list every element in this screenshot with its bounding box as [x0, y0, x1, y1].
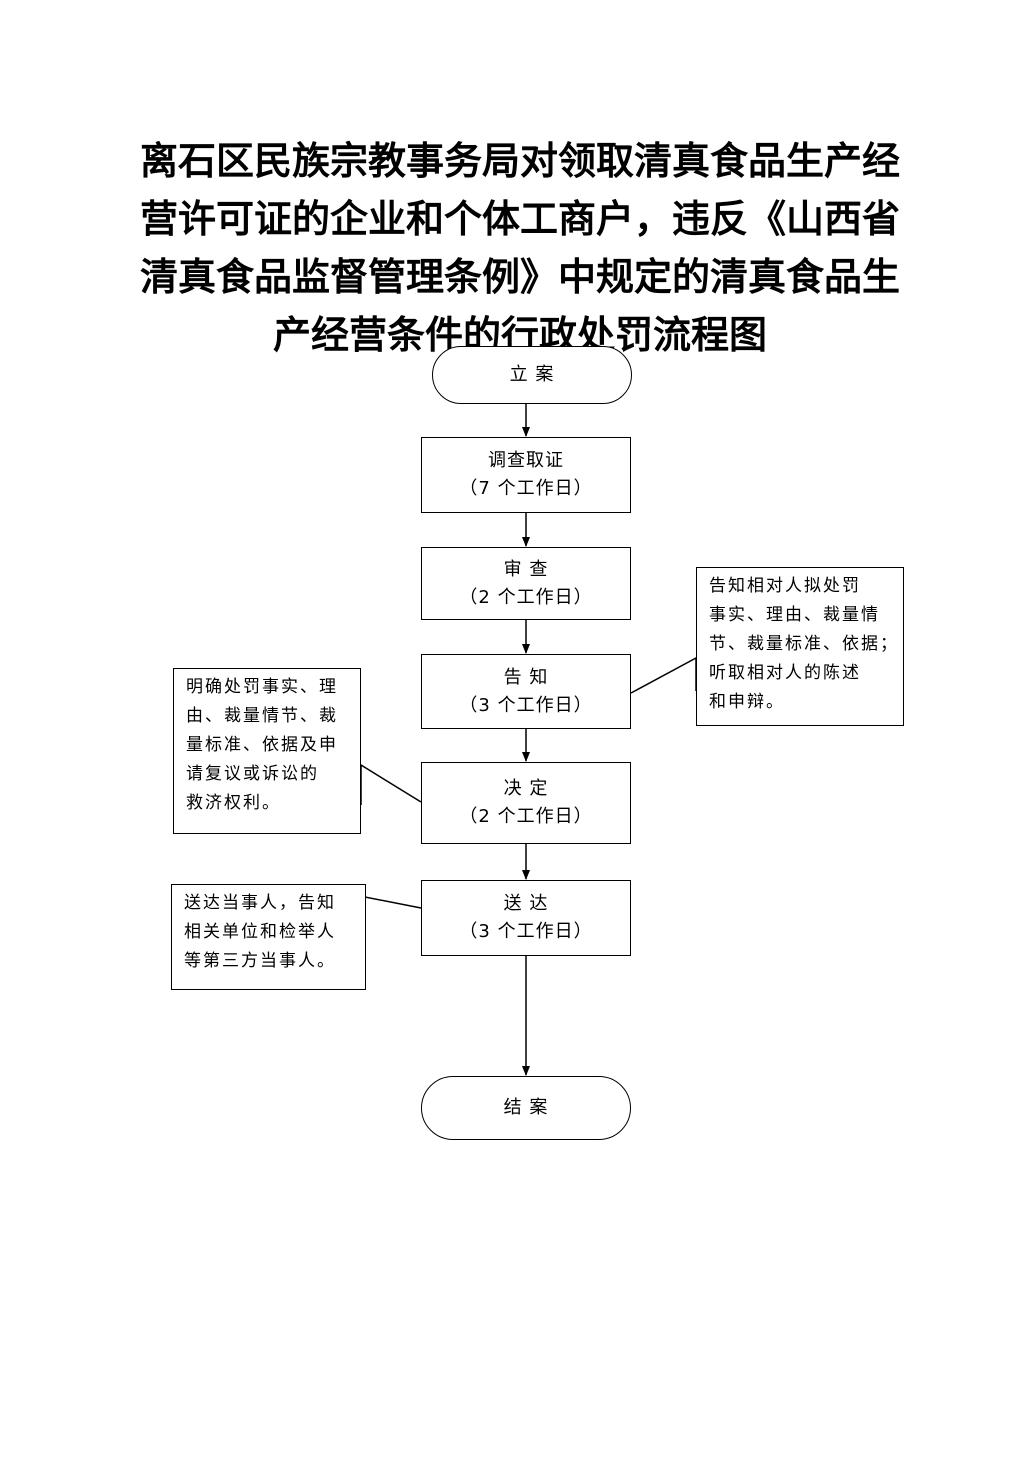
- title-line: 营许可证的企业和个体工商户，违反《山西省: [139, 196, 900, 241]
- note-line: 请复议或诉讼的: [186, 764, 319, 784]
- step-review: 审 查 （2 个工作日）: [421, 547, 631, 620]
- note-line: 相关单位和检举人: [184, 922, 336, 942]
- note-line: 和申辩。: [709, 692, 785, 712]
- callout-deliver-note: [364, 896, 422, 927]
- step-label: 送 达: [503, 893, 549, 914]
- note-line: 明确处罚事实、理: [186, 677, 338, 697]
- note-line: 节、裁量标准、依据；: [709, 634, 899, 654]
- step-days: （3 个工作日）: [459, 694, 593, 716]
- deliver-note: 送达当事人，告知 相关单位和检举人 等第三方当事人。: [171, 884, 366, 990]
- step-end: 结 案: [421, 1076, 631, 1140]
- step-label: 调查取证: [488, 450, 564, 471]
- notify-note: 告知相对人拟处罚 事实、理由、裁量情 节、裁量标准、依据； 听取相对人的陈述 和…: [696, 567, 904, 726]
- step-decide: 决 定 （2 个工作日）: [421, 762, 631, 844]
- step-start: 立 案: [432, 346, 632, 404]
- title-line: 清真食品监督管理条例》中规定的清真食品生: [139, 254, 900, 299]
- step-label: 告 知: [503, 666, 549, 688]
- note-line: 量标准、依据及申: [186, 735, 338, 755]
- step-label: 结 案: [503, 1097, 549, 1118]
- step-label: 立 案: [509, 364, 555, 385]
- note-line: 等第三方当事人。: [184, 951, 336, 971]
- note-line: 送达当事人，告知: [184, 893, 336, 913]
- step-label: 审 查: [503, 558, 549, 580]
- step-deliver: 送 达 （3 个工作日）: [421, 880, 631, 956]
- note-line: 听取相对人的陈述: [709, 663, 861, 683]
- title-line: 离石区民族宗教事务局对领取清真食品生产经: [139, 138, 900, 183]
- decide-note: 明确处罚事实、理 由、裁量情节、裁 量标准、依据及申 请复议或诉讼的 救济权利。: [173, 668, 361, 834]
- step-days: （2 个工作日）: [459, 586, 593, 608]
- page-title: 离石区民族宗教事务局对领取清真食品生产经 营许可证的企业和个体工商户，违反《山西…: [120, 132, 920, 364]
- note-line: 救济权利。: [186, 793, 281, 813]
- note-line: 由、裁量情节、裁: [186, 706, 338, 726]
- note-line: 事实、理由、裁量情: [709, 605, 880, 625]
- callout-decide-note: [360, 763, 422, 805]
- step-investigate: 调查取证 （7 个工作日）: [421, 437, 631, 513]
- step-label: 决 定: [503, 778, 549, 799]
- step-days: （2 个工作日）: [459, 806, 593, 827]
- step-days: （3 个工作日）: [459, 921, 593, 942]
- step-notify: 告 知 （3 个工作日）: [421, 654, 631, 729]
- note-line: 告知相对人拟处罚: [709, 576, 861, 596]
- step-days: （7 个工作日）: [459, 478, 593, 499]
- callout-notify-note: [630, 656, 697, 694]
